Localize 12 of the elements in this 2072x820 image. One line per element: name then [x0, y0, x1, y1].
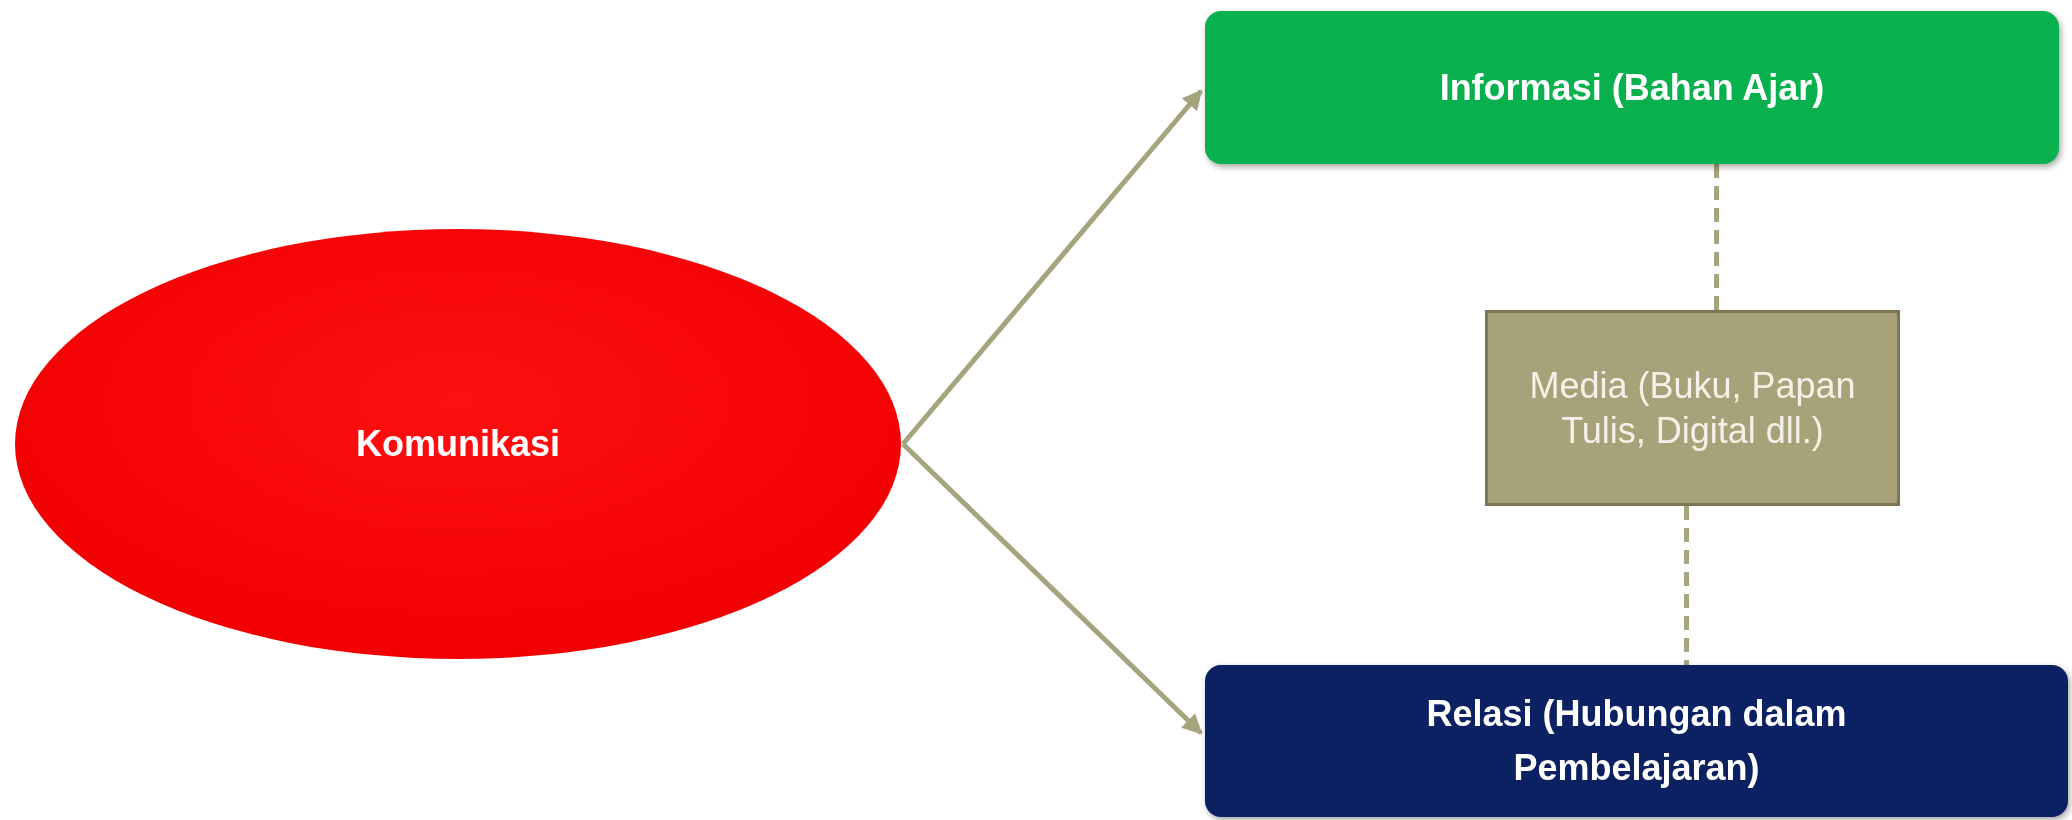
process-box	[1485, 310, 1900, 506]
dashed-connector	[1714, 164, 1720, 310]
ellipse-node	[13, 227, 903, 661]
arrow	[901, 89, 1203, 446]
dashed-connector	[1684, 506, 1690, 665]
process-box	[1205, 665, 2068, 817]
process-box	[1205, 11, 2059, 164]
node-label: Komunikasi	[355, 422, 560, 466]
arrow	[901, 442, 1203, 735]
node-label: Media (Buku, Papan Tulis, Digital dll.)	[1528, 364, 1857, 453]
node-label: Relasi (Hubungan dalam Pembelajaran)	[1425, 692, 1848, 790]
node-label: Informasi (Bahan Ajar)	[1438, 65, 1826, 110]
